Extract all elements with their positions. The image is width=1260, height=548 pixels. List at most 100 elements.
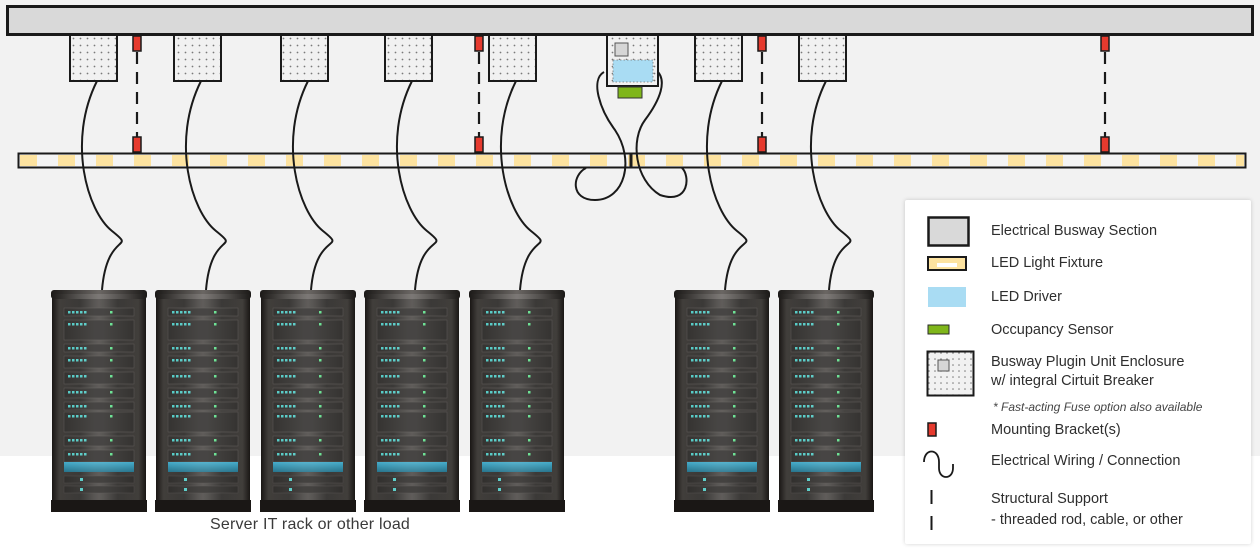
busway-plugin-unit [384,34,433,82]
structural-support-icon [930,490,933,530]
led-driver [612,59,654,83]
piu-enclosure [280,34,329,82]
led-segment [20,155,37,166]
piu-enclosure [69,34,118,82]
server-rack [51,290,147,512]
mounting-bracket [474,35,484,52]
piu-enclosure [488,34,537,82]
busway-section-icon [927,216,970,247]
busway-plugin-unit [280,34,329,82]
structural-support [1100,35,1110,153]
electrical-wiring [395,80,438,291]
mounting-bracket [1100,35,1110,52]
led-segment [1198,155,1215,166]
led-segment [742,155,759,166]
legend-label: Structural Support [991,491,1108,507]
led-segment [514,155,531,166]
occupancy-sensor [617,86,643,99]
rack-glass-reflection [470,294,564,500]
led-segment [324,155,341,166]
led-driver-icon [928,287,966,307]
mounting-bracket-icon [927,422,937,437]
led-segment [1236,155,1244,166]
led-segment [438,155,455,166]
rack-caption: Server IT rack or other load [209,516,411,533]
led-segment [932,155,949,166]
rack-base [469,500,565,512]
led-segment [552,155,569,166]
led-segment [818,155,835,166]
rack-glass-reflection [52,294,146,500]
structural-support [132,35,142,153]
wiring-icon [923,450,954,478]
circuit-breaker [614,42,629,57]
structural-support [474,35,484,153]
mounting-bracket [757,136,767,153]
piu-enclosure [694,34,743,82]
mounting-bracket [132,35,142,52]
busway-section [6,5,1254,36]
led-segment [1084,155,1101,166]
piu-enclosure [798,34,847,82]
led-fixture-icon [927,256,967,271]
busway-plugin-unit [606,34,659,99]
led-segment [704,155,721,166]
led-segment [856,155,873,166]
led-segment [400,155,417,166]
legend-label: LED Driver [991,289,1062,305]
led-segment [248,155,265,166]
legend-label: LED Light Fixture [991,255,1104,271]
legend-note: * Fast-acting Fuse option also available [993,400,1203,414]
rack-glass-reflection [365,294,459,500]
legend-label: Mounting Bracket(s) [991,422,1121,438]
rack-base [778,500,874,512]
electrical-wiring [291,80,334,291]
led-segment [666,155,683,166]
busway-plugin-unit [173,34,222,82]
mounting-bracket [132,136,142,153]
rack-base [674,500,770,512]
rack-glass-reflection [156,294,250,500]
legend-label: Electrical Busway Section [991,223,1158,239]
led-segment [1160,155,1177,166]
led-segment [1046,155,1063,166]
rack-base [155,500,251,512]
busway-plugin-unit [69,34,118,82]
server-rack [674,290,770,512]
led-segment [1008,155,1025,166]
electrical-wiring [809,80,852,291]
fixture-wiring [635,69,688,198]
structural-support [757,35,767,153]
led-segment [362,155,379,166]
electrical-wiring [80,80,123,291]
legend-label: Busway Plugin Unit Enclosure [991,354,1185,370]
led-segment [970,155,987,166]
led-segment [780,155,797,166]
plugin-unit-icon [926,350,975,397]
piu-enclosure [384,34,433,82]
legend-label-line2: - threaded rod, cable, or other [991,512,1183,528]
led-segment [894,155,911,166]
rack-glass-reflection [779,294,873,500]
led-segment [590,155,607,166]
busway-plugin-unit [488,34,537,82]
mounting-bracket [474,136,484,153]
piu-enclosure [173,34,222,82]
busway-plugin-unit [694,34,743,82]
led-segment [1122,155,1139,166]
rack-glass-reflection [261,294,355,500]
server-rack [260,290,356,512]
occupancy-sensor-icon [927,324,950,335]
legend: Electrical Busway Section LED Light Fixt… [905,200,1251,544]
mounting-bracket [757,35,767,52]
server-rack [155,290,251,512]
mounting-bracket [1100,136,1110,153]
rack-base [51,500,147,512]
electrical-wiring [184,80,227,291]
server-rack [364,290,460,512]
legend-label: Electrical Wiring / Connection [991,453,1181,469]
rack-base [260,500,356,512]
led-segment [628,155,645,166]
electrical-wiring [705,80,748,291]
